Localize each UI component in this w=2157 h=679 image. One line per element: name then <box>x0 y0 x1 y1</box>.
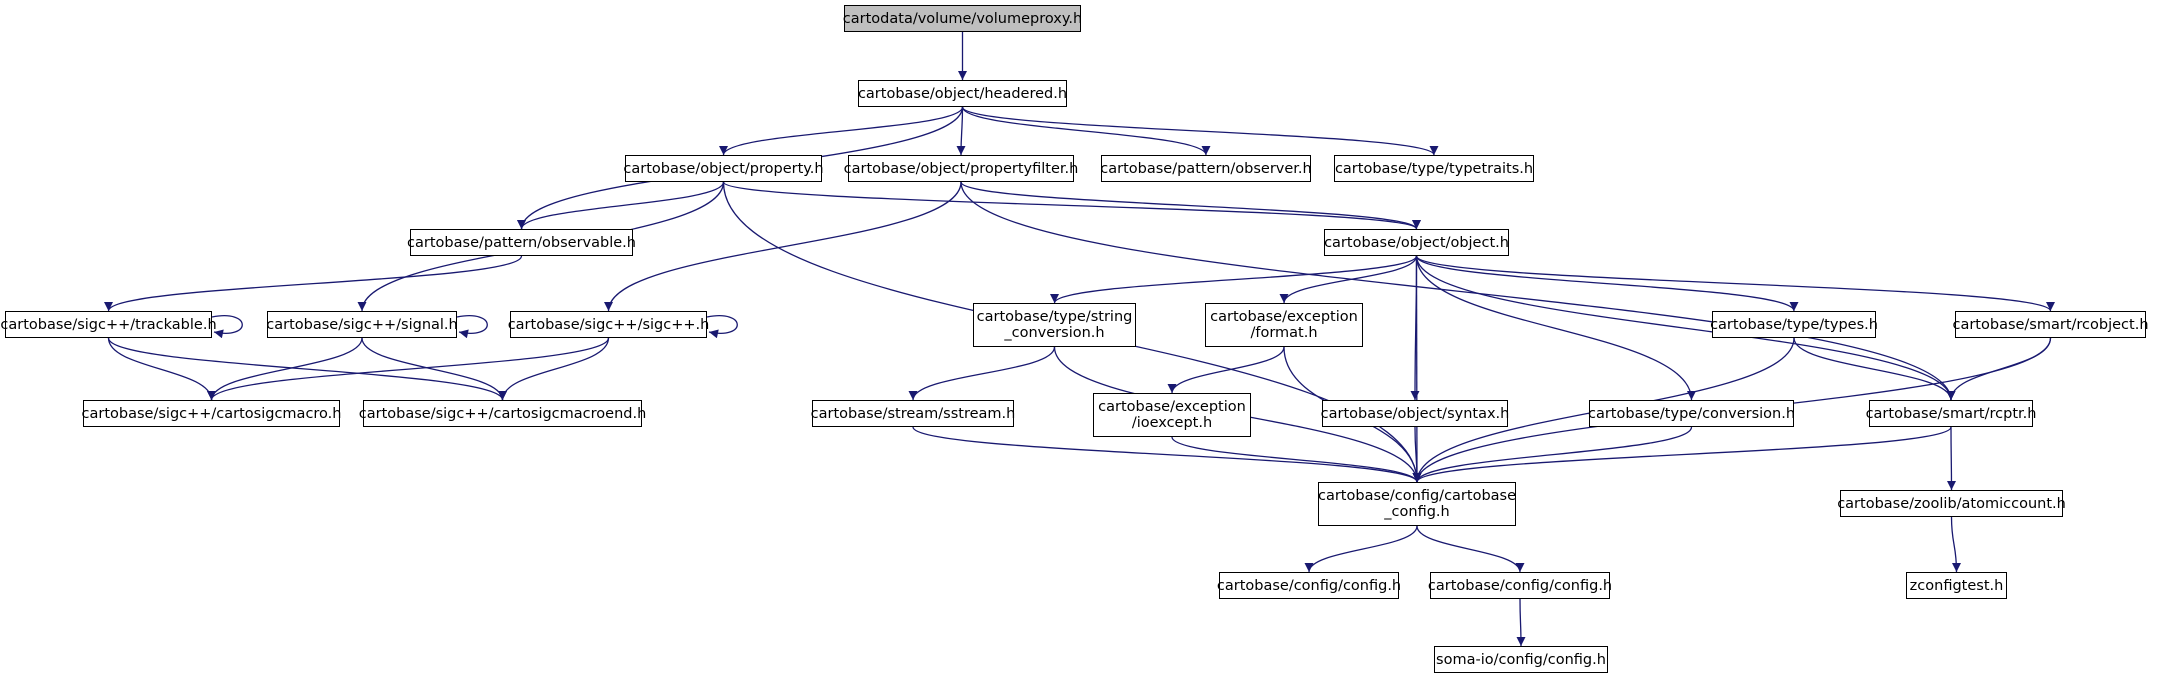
node-conversion[interactable]: cartobase/type/conversion.h <box>1588 400 1795 427</box>
edge-headered-to-observer <box>961 106 1211 156</box>
node-cartosigcmacro[interactable]: cartobase/sigc++/cartosigcmacro.h <box>82 400 341 427</box>
node-syntax[interactable]: cartobase/object/syntax.h <box>1321 400 1509 427</box>
node-typetraits[interactable]: cartobase/type/typetraits.h <box>1334 155 1534 182</box>
edge-sigcpp-to-sigcpp <box>706 315 738 339</box>
node-config1[interactable]: cartobase/config/config.h <box>1217 572 1401 599</box>
edge-headered-to-propertyfilter <box>956 106 966 156</box>
node-signal[interactable]: cartobase/sigc++/signal.h <box>266 311 458 338</box>
edge-signal-to-signal <box>456 315 488 339</box>
edge-object-to-rcobject <box>1415 255 2055 312</box>
edge-sstream-to-cartobase_config <box>912 426 1422 483</box>
edge-cartobase_config-to-config2 <box>1416 525 1525 573</box>
node-ioexcept[interactable]: cartobase/exception /ioexcept.h <box>1093 393 1251 437</box>
edge-conversion-to-cartobase_config <box>1412 426 1693 483</box>
edge-headered-to-property <box>719 106 964 156</box>
edge-object-to-types <box>1415 255 1799 312</box>
node-rcobject[interactable]: cartobase/smart/rcobject.h <box>1952 311 2149 338</box>
node-types[interactable]: cartobase/type/types.h <box>1710 311 1878 338</box>
edge-property-to-observable <box>517 181 725 230</box>
edge-sigcpp-to-cartosigcmacroend <box>498 337 610 401</box>
edge-string_conversion-to-sstream <box>908 346 1056 401</box>
node-volumeproxy: cartodata/volume/volumeproxy.h <box>843 5 1082 32</box>
node-observable[interactable]: cartobase/pattern/observable.h <box>407 229 636 256</box>
node-atomiccount[interactable]: cartobase/zoolib/atomiccount.h <box>1837 490 2066 517</box>
node-cartobase-config[interactable]: cartobase/config/cartobase _config.h <box>1318 482 1516 526</box>
node-property[interactable]: cartobase/object/property.h <box>623 155 824 182</box>
edge-signal-to-cartosigcmacroend <box>361 337 507 401</box>
edge-object-to-cartobase_config <box>1412 255 1422 483</box>
edge-trackable-to-cartosigcmacroend <box>107 337 507 401</box>
edge-cartobase_config-to-config1 <box>1304 525 1418 573</box>
edge-atomiccount-to-zconfigtest <box>1950 516 1961 573</box>
node-format[interactable]: cartobase/exception /format.h <box>1205 303 1363 347</box>
edge-propertyfilter-to-sigcpp <box>604 181 962 312</box>
node-trackable[interactable]: cartobase/sigc++/trackable.h <box>0 311 217 338</box>
edge-object-to-conversion <box>1415 255 1696 401</box>
node-headered[interactable]: cartobase/object/headered.h <box>858 80 1067 107</box>
edge-object-to-string_conversion <box>1050 255 1418 304</box>
node-object[interactable]: cartobase/object/object.h <box>1324 229 1509 256</box>
edge-trackable-to-trackable <box>211 315 243 339</box>
node-config2[interactable]: cartobase/config/config.h <box>1428 572 1612 599</box>
node-sigcpp[interactable]: cartobase/sigc++/sigc++.h <box>508 311 709 338</box>
edge-rcptr-to-atomiccount <box>1946 426 1956 491</box>
edge-observable-to-trackable <box>104 255 523 312</box>
edge-headered-to-typetraits <box>961 106 1439 156</box>
node-cartosigcmacroend[interactable]: cartobase/sigc++/cartosigcmacroend.h <box>359 400 646 427</box>
node-observer[interactable]: cartobase/pattern/observer.h <box>1100 155 1312 182</box>
edge-signal-to-cartosigcmacro <box>207 337 363 401</box>
edge-ioexcept-to-cartobase_config <box>1171 436 1422 483</box>
edge-types-to-rcptr <box>1793 337 1956 401</box>
edge-object-to-rcptr <box>1415 255 1956 401</box>
edge-trackable-to-cartosigcmacro <box>107 337 216 401</box>
edge-propertyfilter-to-object <box>960 181 1421 230</box>
edge-sigcpp-to-cartosigcmacro <box>207 337 610 401</box>
edge-propertyfilter-to-rcptr <box>960 181 1956 401</box>
edge-rcptr-to-cartobase_config <box>1412 426 1952 483</box>
node-propertyfilter[interactable]: cartobase/object/propertyfilter.h <box>844 155 1078 182</box>
node-somaio-config[interactable]: soma-io/config/config.h <box>1434 646 1608 673</box>
node-zconfigtest[interactable]: zconfigtest.h <box>1906 572 2007 599</box>
edge-property-to-object <box>722 181 1421 230</box>
node-rcptr[interactable]: cartobase/smart/rcptr.h <box>1866 400 2036 427</box>
edge-format-to-ioexcept <box>1167 346 1285 394</box>
edge-object-to-format <box>1279 255 1418 304</box>
node-string-conversion[interactable]: cartobase/type/string _conversion.h <box>973 303 1136 347</box>
node-sstream[interactable]: cartobase/stream/sstream.h <box>811 400 1015 427</box>
edge-config2-to-somaio_config <box>1516 598 1526 647</box>
